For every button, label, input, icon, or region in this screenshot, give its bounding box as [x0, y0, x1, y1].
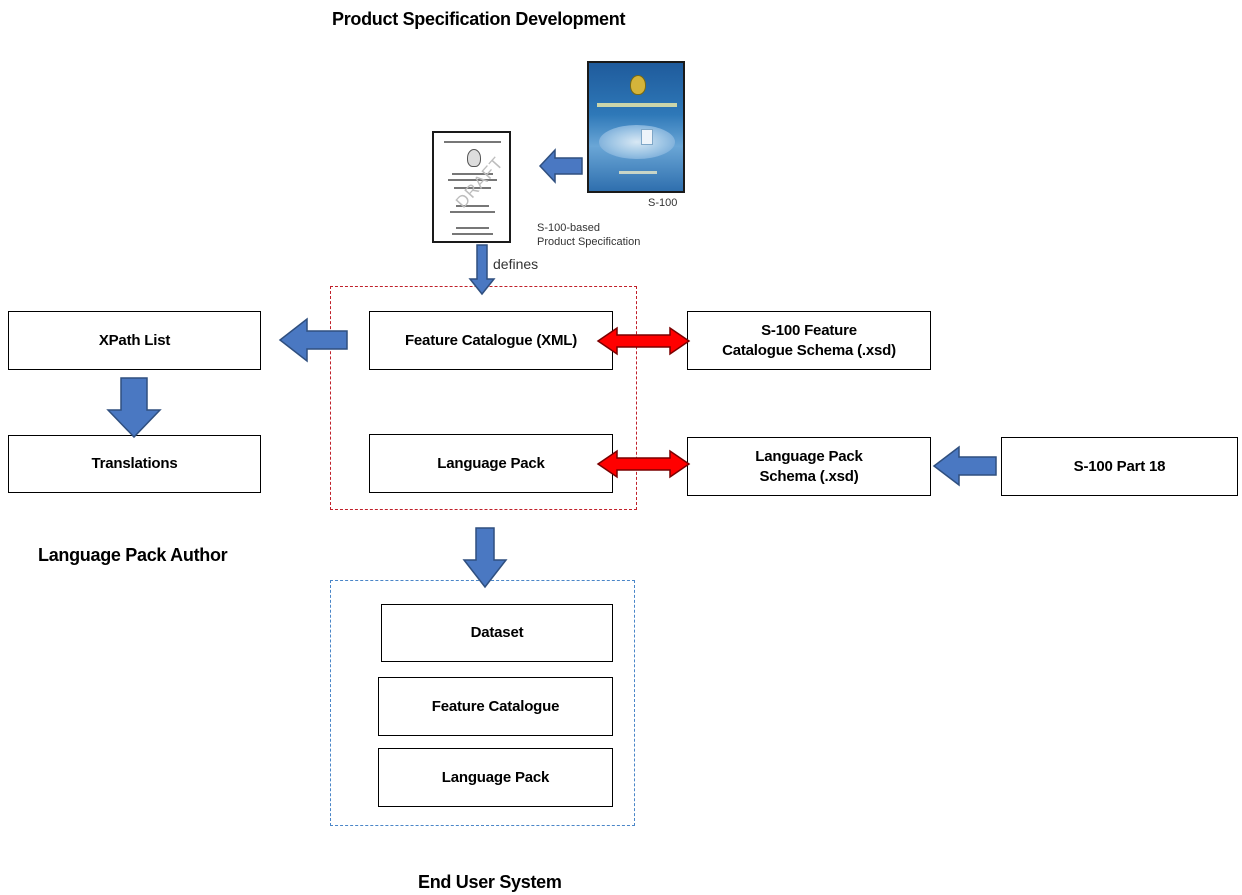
s100-standard-document-image	[587, 61, 685, 193]
heading-language-pack-author: Language Pack Author	[38, 545, 228, 565]
arrow-part18-to-language-pack-schema	[932, 445, 997, 487]
xpath-list-box: XPath List	[8, 311, 261, 370]
arrow-s100-to-product-spec	[538, 148, 583, 184]
iho-crest-icon	[467, 149, 481, 167]
heading-end-user-system: End User System	[418, 872, 562, 892]
s100-part-18-box: S-100 Part 18	[1001, 437, 1238, 496]
heading-product-specification-development: Product Specification Development	[332, 9, 626, 29]
product-specification-caption: S-100-based Product Specification	[537, 222, 641, 248]
iho-emblem-icon	[630, 75, 646, 95]
feature-catalogue-xml-box: Feature Catalogue (XML)	[369, 311, 613, 370]
language-pack-schema-box: Language Pack Schema (.xsd)	[687, 437, 931, 496]
arrow-to-end-user-system	[462, 527, 508, 589]
end-user-feature-catalogue-box: Feature Catalogue	[378, 677, 613, 736]
defines-label: defines	[493, 256, 539, 272]
end-user-language-pack-box: Language Pack	[378, 748, 613, 807]
s100-document-caption: S-100	[648, 197, 678, 209]
translations-box: Translations	[8, 435, 261, 493]
arrow-xpath-to-translations	[106, 377, 162, 439]
feature-catalogue-schema-box: S-100 Feature Catalogue Schema (.xsd)	[687, 311, 931, 370]
product-specification-draft-image: DRAFT	[432, 131, 511, 243]
dataset-box: Dataset	[381, 604, 613, 662]
language-pack-box: Language Pack	[369, 434, 613, 493]
